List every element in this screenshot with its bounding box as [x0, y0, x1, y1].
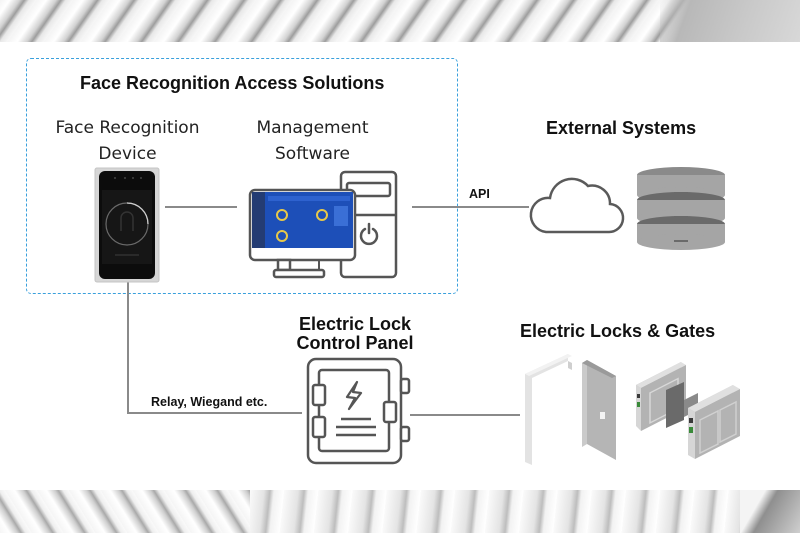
control-panel-label-line2: Control Panel [296, 333, 414, 353]
connector-label-relay: Relay, Wiegand etc. [151, 395, 268, 409]
turnstile-gate-icon [636, 362, 740, 459]
face-device-label-line1: Face Recognition [55, 118, 200, 138]
external-systems-label: External Systems [546, 118, 697, 138]
management-software-label-line1: Management [256, 118, 369, 138]
database-icon [637, 167, 725, 250]
footer-photo-band-end [740, 490, 800, 533]
door-icon [525, 354, 616, 465]
connector-device-down [127, 279, 129, 413]
connector-software-to-external [412, 206, 529, 208]
face-recognition-solutions-group [26, 58, 458, 294]
control-panel-label-line1: Electric Lock [298, 314, 412, 334]
electrical-panel-icon [306, 357, 411, 465]
connector-label-api: API [469, 187, 490, 201]
footer-photo-band [0, 490, 800, 533]
header-photo-band-fade [660, 0, 800, 42]
header-photo-band [0, 0, 800, 42]
connector-device-to-software [165, 206, 237, 208]
footer-photo-band-mid [250, 490, 740, 533]
connector-panel-to-locks [410, 414, 520, 416]
group-title: Face Recognition Access Solutions [80, 73, 385, 93]
desktop-computer-icon [248, 170, 398, 279]
connector-device-to-panel [127, 412, 302, 414]
locks-gates-label: Electric Locks & Gates [520, 321, 716, 341]
management-software-label-line2: Software [275, 144, 350, 164]
face-recognition-terminal-icon [94, 167, 160, 283]
cloud-icon [529, 177, 625, 234]
face-device-label-line2: Device [98, 144, 157, 164]
